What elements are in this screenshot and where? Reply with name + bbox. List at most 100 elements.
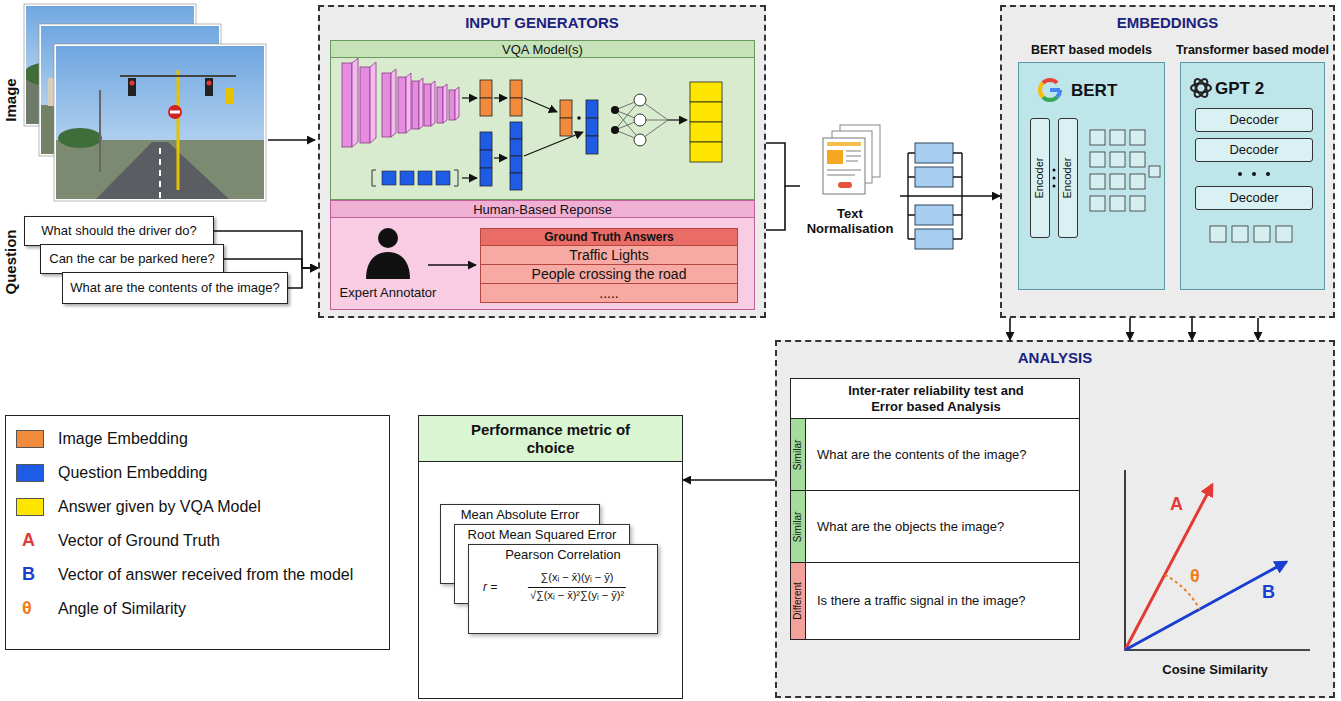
table-row: SimilarWhat are the objects the image? — [791, 490, 1079, 562]
node-label: What are the contents of the image? — [817, 447, 1027, 463]
svg-path — [366, 252, 410, 279]
svg-rect — [1090, 130, 1105, 145]
node-label: Transformer based model — [1176, 43, 1329, 58]
group-box: EMBEDDINGS BERT based modelsBERTEncoderE… — [1000, 5, 1335, 318]
connector — [900, 195, 1000, 197]
svg-rect — [510, 139, 522, 156]
svg-rect — [382, 73, 391, 137]
connector — [224, 259, 318, 268]
svg-polygon — [352, 58, 358, 147]
node-label: GPT 2 — [1215, 79, 1264, 99]
legend-swatch — [16, 464, 44, 482]
svg-path — [1125, 470, 1310, 650]
node-label: Root Mean Squared Error — [468, 527, 617, 543]
svg-rect — [915, 205, 953, 225]
svg-rect — [690, 122, 722, 142]
legend-label: Question Embedding — [58, 463, 207, 482]
decoder-block: Decoder — [1195, 186, 1313, 210]
svg-rect — [1149, 166, 1160, 177]
svg-path — [268, 139, 315, 141]
svg-line — [177, 70, 180, 190]
svg-line — [159, 146, 161, 198]
svg-rect — [480, 168, 492, 186]
svg-path — [668, 119, 687, 120]
node-label: Traffic Lights — [481, 245, 737, 264]
svg-g — [1090, 130, 1160, 211]
svg-rect — [400, 171, 414, 185]
svg-path — [766, 186, 785, 230]
connector — [1191, 318, 1193, 340]
svg-rect — [205, 78, 213, 96]
node-label: Text Normalisation — [800, 206, 900, 236]
svg-rect — [55, 45, 265, 200]
node-label: Pearson Correlation — [505, 547, 621, 563]
svg-circle — [1053, 177, 1056, 180]
svg-polygon — [419, 78, 423, 129]
text-label: A — [22, 530, 35, 552]
text-label: B — [1262, 582, 1275, 604]
connector — [214, 231, 318, 268]
svg-rect — [1232, 226, 1248, 242]
text-label: Expert Annotator — [340, 285, 437, 301]
node-label: BERT — [1071, 81, 1117, 101]
svg-rect — [560, 118, 572, 136]
node-label: ..... — [481, 283, 737, 302]
text-label: θ — [22, 598, 32, 620]
node-label: VQA Model(s) — [331, 41, 754, 58]
node-label: Can the car be parked here? — [49, 251, 215, 267]
svg-ellipse — [1192, 77, 1210, 99]
svg-circle — [611, 106, 619, 114]
svg-line — [99, 90, 101, 172]
svg-g — [54, 44, 266, 201]
text-label: B — [22, 564, 35, 586]
svg-rect — [1276, 226, 1292, 242]
svg-path — [1043, 97, 1057, 100]
node-label: Inter-rater reliability test and Error b… — [841, 383, 1031, 415]
question-box: What should the driver do? — [24, 216, 214, 246]
node-label: Ground Truth Answers — [481, 229, 737, 245]
text-label: Image — [2, 78, 20, 121]
group-box: ANALYSISInter-rater reliability test and… — [775, 340, 1335, 698]
svg-rect — [170, 111, 180, 114]
svg-rect — [480, 132, 492, 150]
node-label: What are the objects the image? — [817, 519, 1004, 535]
analysis-table: Inter-rater reliability test and Error b… — [790, 378, 1080, 640]
svg-rect — [382, 171, 396, 185]
node-label: EMBEDDINGS — [1002, 14, 1333, 32]
text-label: Question — [2, 229, 20, 294]
svg-rect — [690, 102, 722, 122]
svg-path — [462, 97, 477, 98]
node-label: Is there a traffic signal in the image? — [817, 593, 1026, 609]
svg-rect — [823, 138, 865, 194]
svg-polygon — [455, 87, 459, 120]
node-label: √∑(xᵢ − x̄)²∑(yᵢ − ȳ)² — [528, 587, 626, 602]
model-panel: Transformer based modelGPT 2DecoderDecod… — [1180, 62, 1325, 290]
svg-rect — [128, 78, 136, 96]
svg-rect — [1210, 226, 1226, 242]
node-label: What are the contents of the image? — [70, 280, 280, 296]
svg-rect — [690, 82, 722, 102]
svg-rect — [418, 171, 432, 185]
svg-rect — [480, 80, 492, 98]
svg-path — [1040, 83, 1043, 97]
svg-rect — [827, 142, 861, 146]
svg-rect — [436, 171, 450, 185]
text-label: Cosine Similarity — [1162, 662, 1267, 678]
svg-path — [1050, 90, 1060, 97]
svg-ellipse — [58, 128, 102, 148]
svg-circle — [207, 81, 212, 86]
svg-rect — [1110, 130, 1125, 145]
svg-rect — [412, 81, 419, 129]
svg-rect — [54, 44, 266, 201]
svg-rect — [586, 118, 598, 136]
svg-rect — [360, 67, 370, 143]
svg-rect — [1090, 174, 1105, 189]
text-label: θ — [1190, 566, 1200, 588]
svg-rect — [827, 150, 843, 164]
svg-circle — [634, 114, 646, 126]
svg-path — [494, 97, 507, 98]
legend-label: Image Embedding — [58, 429, 188, 448]
node-label: Mean Absolute Error — [461, 507, 580, 523]
metric-box: Performance metric of choiceMean Absolut… — [418, 415, 683, 699]
svg-rect — [1090, 152, 1105, 167]
